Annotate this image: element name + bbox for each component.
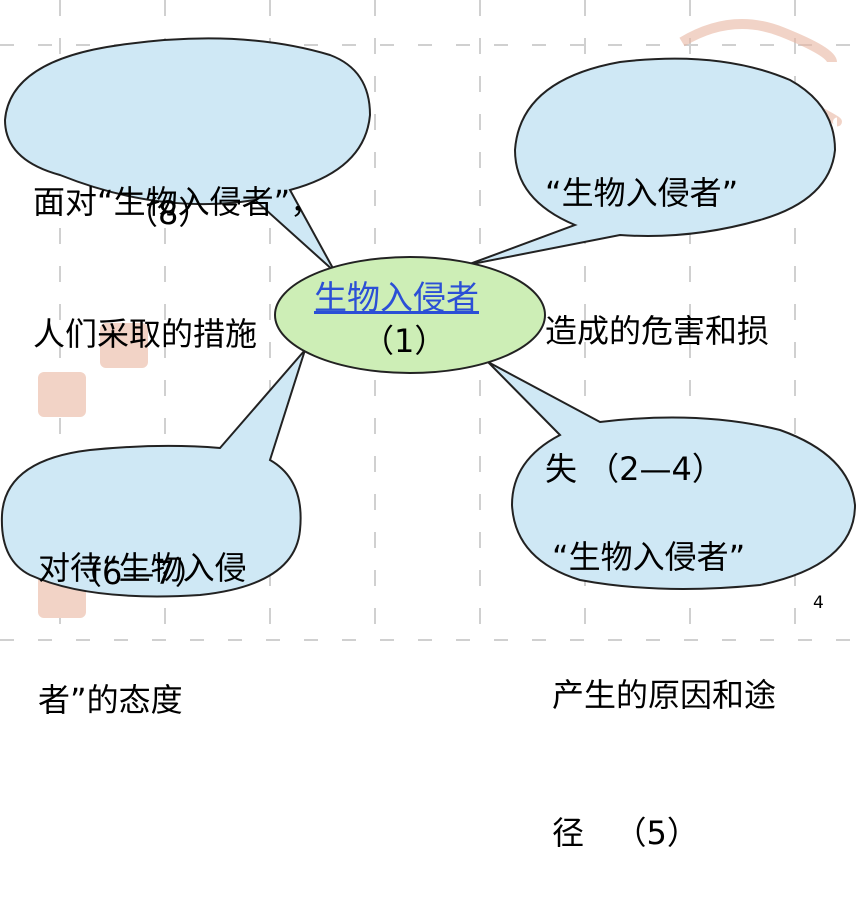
bubble-attitude — [0, 349, 306, 598]
bubble-cause — [487, 361, 857, 590]
center-ellipse — [274, 256, 546, 374]
bubble-harm-line-1: “生物入侵者” — [545, 174, 739, 212]
page-number: 4 — [813, 593, 824, 613]
bubble-cause-line-2: 产生的原因和途 — [552, 676, 777, 714]
decorative-seal-left-1 — [100, 323, 148, 368]
bubble-measures — [3, 37, 372, 273]
bubble-harm-line-3: 失 （2—4） — [545, 450, 724, 488]
bubble-attitude-text: 对待“生物入侵 者”的态度 — [38, 458, 247, 766]
bubble-measures-number: （8） — [126, 194, 211, 232]
mind-map-diagram — [0, 37, 857, 598]
bubble-measures-line-1: 面对“生物入侵者”， — [33, 183, 323, 221]
bubble-attitude-line-1: 对待“生物入侵 — [38, 549, 247, 587]
bubble-harm-line-2: 造成的危害和损 — [545, 312, 770, 350]
bubble-measures-text: 面对“生物入侵者”， 人们采取的措施 — [33, 92, 322, 400]
bubble-cause-line-3: 径 （5） — [552, 814, 699, 852]
bubble-harm-text: “生物入侵者” 造成的危害和损 失 （2—4） — [545, 78, 769, 538]
bubble-attitude-number: （6—7） — [70, 554, 207, 592]
bubble-cause-text: “生物入侵者” 产生的原因和途 径 （5） — [552, 442, 776, 902]
bubble-attitude-line-2: 者”的态度 — [38, 681, 183, 719]
bubble-harm — [466, 57, 837, 266]
bubble-cause-line-1: “生物入侵者” — [552, 538, 746, 576]
decorative-seal-left-2 — [38, 372, 86, 417]
center-title-link[interactable]: 生物入侵者 — [314, 278, 479, 317]
bubble-measures-line-2: 人们采取的措施 — [33, 315, 258, 353]
center-number: （1） — [362, 322, 447, 360]
